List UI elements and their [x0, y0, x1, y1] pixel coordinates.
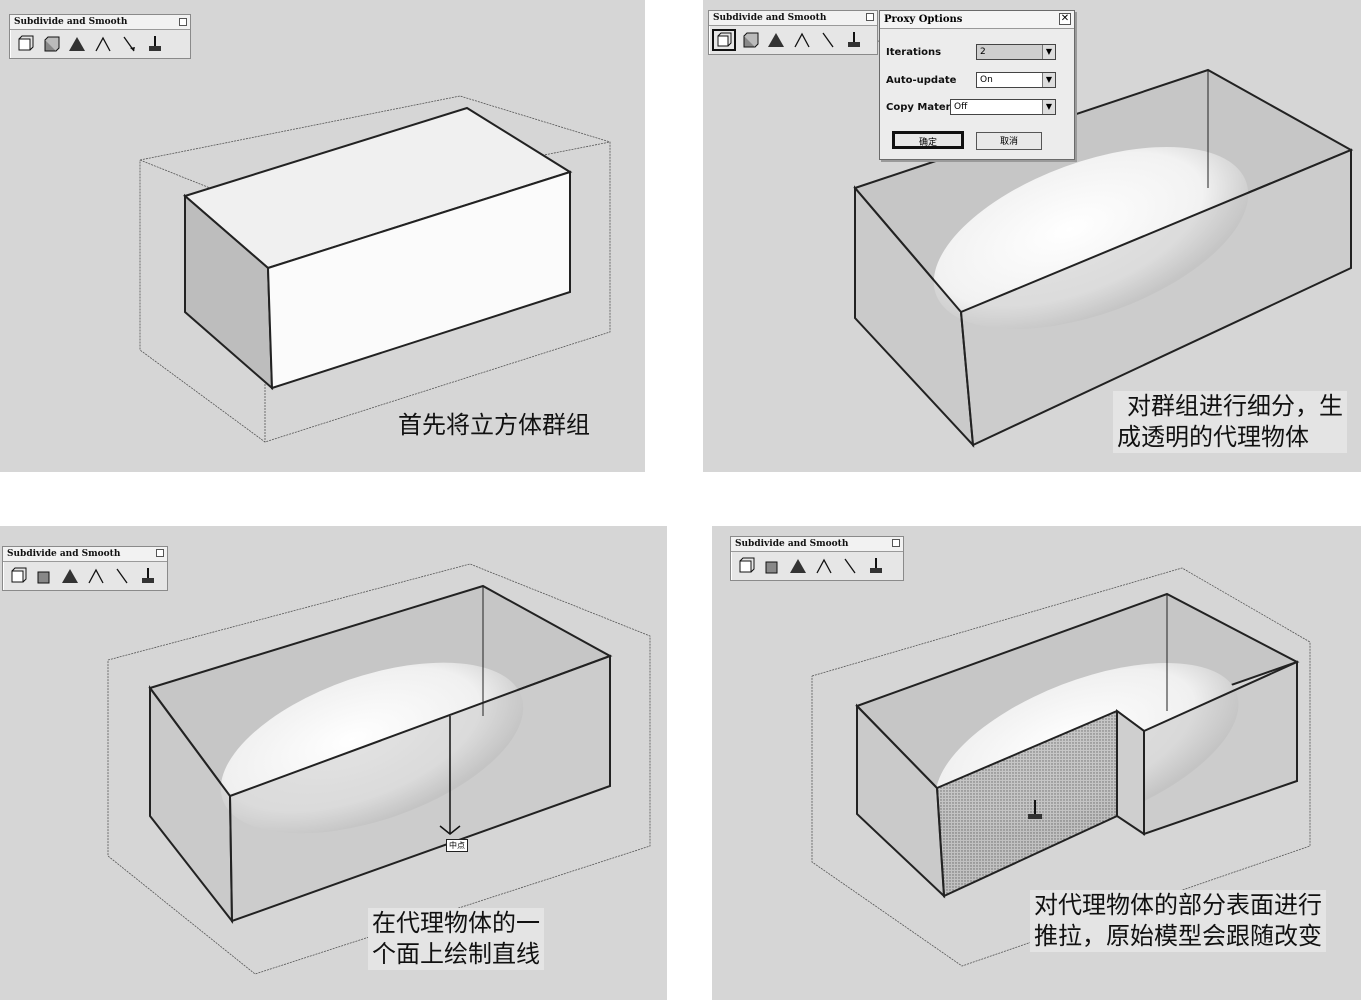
toolbar-icons: [3, 562, 167, 590]
crease-pyramid-icon[interactable]: [65, 33, 89, 55]
toolbar-title: Subdivide and Smooth: [10, 15, 190, 30]
copy-materials-label: Copy Materials: [886, 102, 971, 113]
scene-grouped-cube: [139, 95, 611, 443]
subdivide-cube-icon[interactable]: [39, 33, 63, 55]
push-pull-icon[interactable]: [143, 33, 167, 55]
viewport-panel-4[interactable]: Subdivide and Smooth 对代理物体的部分表面进行 推拉，原始模…: [712, 526, 1361, 1000]
crease-pyramid-icon[interactable]: [786, 555, 810, 577]
auto-update-label: Auto-update: [886, 75, 957, 86]
subdivide-toolbar[interactable]: Subdivide and Smooth: [9, 14, 191, 59]
dialog-close-icon[interactable]: ✕: [1059, 13, 1071, 25]
proxy-cube-icon[interactable]: [734, 555, 758, 577]
proxy-cube-icon[interactable]: [13, 33, 37, 55]
toolbar-title: Subdivide and Smooth: [3, 547, 167, 562]
dialog-title: Proxy Options: [880, 11, 1074, 29]
subdivide-cube-icon[interactable]: [760, 555, 784, 577]
cancel-button[interactable]: 取消: [976, 132, 1042, 150]
vertex-arrow-icon[interactable]: [110, 565, 134, 587]
caption-line: 首先将立方体群组: [398, 411, 590, 439]
iterations-select[interactable]: 2▼: [976, 44, 1056, 60]
subdivide-cube-icon[interactable]: [32, 565, 56, 587]
crease-pyramid-icon[interactable]: [764, 29, 788, 51]
knife-icon[interactable]: [84, 565, 108, 587]
toolbar-close-icon[interactable]: [179, 18, 187, 26]
ok-button[interactable]: 确定: [892, 131, 964, 149]
vertex-arrow-icon[interactable]: [117, 33, 141, 55]
caption-line: 在代理物体的一: [372, 909, 540, 937]
toolbar-icons: [709, 26, 877, 54]
toolbar-icons: [10, 30, 190, 58]
copy-materials-select[interactable]: Off ▼: [950, 99, 1056, 115]
push-pull-icon[interactable]: [136, 565, 160, 587]
subdivide-cube-icon[interactable]: [738, 29, 762, 51]
subdivide-toolbar[interactable]: Subdivide and Smooth: [2, 546, 168, 591]
caption-line: 推拉，原始模型会跟随改变: [1034, 922, 1322, 950]
chevron-down-icon: ▼: [1042, 45, 1055, 59]
chevron-down-icon: ▼: [1042, 73, 1055, 87]
caption-panel-2: 对群组进行细分，生 成透明的代理物体: [1113, 391, 1347, 453]
vertex-arrow-icon[interactable]: [816, 29, 840, 51]
toolbar-close-icon[interactable]: [156, 549, 164, 557]
vertex-arrow-icon[interactable]: [838, 555, 862, 577]
toolbar-icons: [731, 552, 903, 580]
viewport-panel-3[interactable]: 中点 Subdivide and Smooth 在代理物体的一 个面上绘制直线: [0, 526, 667, 1000]
toolbar-title: Subdivide and Smooth: [731, 537, 903, 552]
caption-line: 对代理物体的部分表面进行: [1034, 891, 1322, 919]
auto-update-select[interactable]: On ▼: [976, 72, 1056, 88]
proxy-cube-icon[interactable]: [6, 565, 30, 587]
push-pull-icon[interactable]: [842, 29, 866, 51]
chevron-down-icon: ▼: [1042, 100, 1055, 114]
proxy-options-dialog[interactable]: Proxy Options ✕ Iterations 2▼ Auto-updat…: [879, 10, 1075, 160]
knife-icon[interactable]: [790, 29, 814, 51]
toolbar-close-icon[interactable]: [866, 13, 874, 21]
proxy-cube-icon[interactable]: [712, 29, 736, 51]
toolbar-close-icon[interactable]: [892, 539, 900, 547]
caption-panel-1: 首先将立方体群组: [398, 410, 590, 441]
caption-line: 成透明的代理物体: [1117, 423, 1309, 451]
iterations-value: 2: [980, 47, 986, 57]
auto-update-value: On: [980, 75, 993, 85]
toolbar-title: Subdivide and Smooth: [709, 11, 877, 26]
viewport-panel-2[interactable]: Subdivide and Smooth Proxy Options ✕ Ite…: [703, 0, 1361, 472]
push-pull-icon[interactable]: [864, 555, 888, 577]
viewport-panel-1[interactable]: Subdivide and Smooth 首先将立方体群组: [0, 0, 645, 472]
subdivide-toolbar[interactable]: Subdivide and Smooth: [708, 10, 878, 55]
iterations-label: Iterations: [886, 47, 942, 58]
midpoint-tooltip: 中点: [446, 839, 468, 852]
caption-line: 个面上绘制直线: [372, 940, 540, 968]
knife-icon[interactable]: [812, 555, 836, 577]
knife-icon[interactable]: [91, 33, 115, 55]
copy-materials-value: Off: [954, 102, 968, 112]
crease-pyramid-icon[interactable]: [58, 565, 82, 587]
caption-panel-4: 对代理物体的部分表面进行 推拉，原始模型会跟随改变: [1030, 890, 1326, 952]
subdivide-toolbar[interactable]: Subdivide and Smooth: [730, 536, 904, 581]
scene-draw-line-on-proxy: [107, 563, 651, 975]
caption-line: 对群组进行细分，生: [1127, 392, 1343, 420]
caption-panel-3: 在代理物体的一 个面上绘制直线: [368, 908, 544, 970]
scene-push-pull-proxy: [811, 567, 1311, 967]
